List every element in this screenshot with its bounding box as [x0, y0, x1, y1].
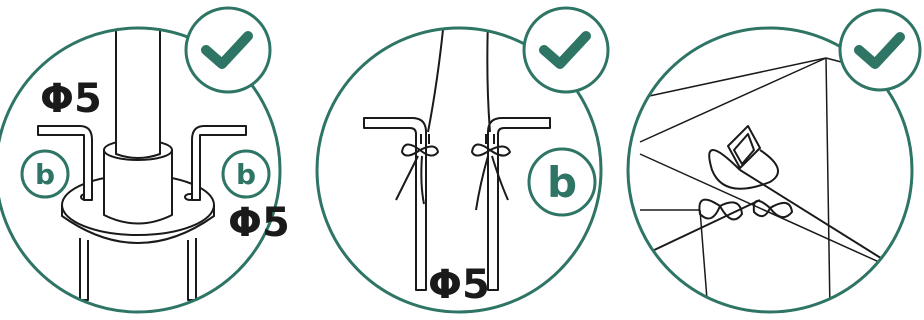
check-badge [524, 8, 608, 92]
tent-fabric [640, 58, 910, 312]
size-label-bottom: Φ5 [428, 262, 490, 308]
svg-text:b: b [547, 158, 577, 207]
tent-loop [728, 126, 760, 168]
check-badge [840, 10, 920, 90]
badge-b-right: b [223, 151, 269, 197]
size-label-top: Φ5 [40, 76, 102, 122]
badge-b: b [529, 149, 595, 215]
pole [116, 10, 160, 158]
base-legs [80, 238, 196, 300]
panel-tent-corner [628, 10, 920, 312]
svg-text:b: b [236, 158, 256, 191]
svg-text:b: b [35, 158, 55, 191]
badge-b-left: b [22, 151, 68, 197]
panel-pole-base: Φ5 Φ5 b b [0, 8, 290, 312]
l-pin-left [364, 118, 426, 290]
check-badge [186, 8, 270, 92]
size-label-right: Φ5 [228, 200, 290, 246]
panel-tie-rope: b Φ5 [317, 8, 608, 312]
